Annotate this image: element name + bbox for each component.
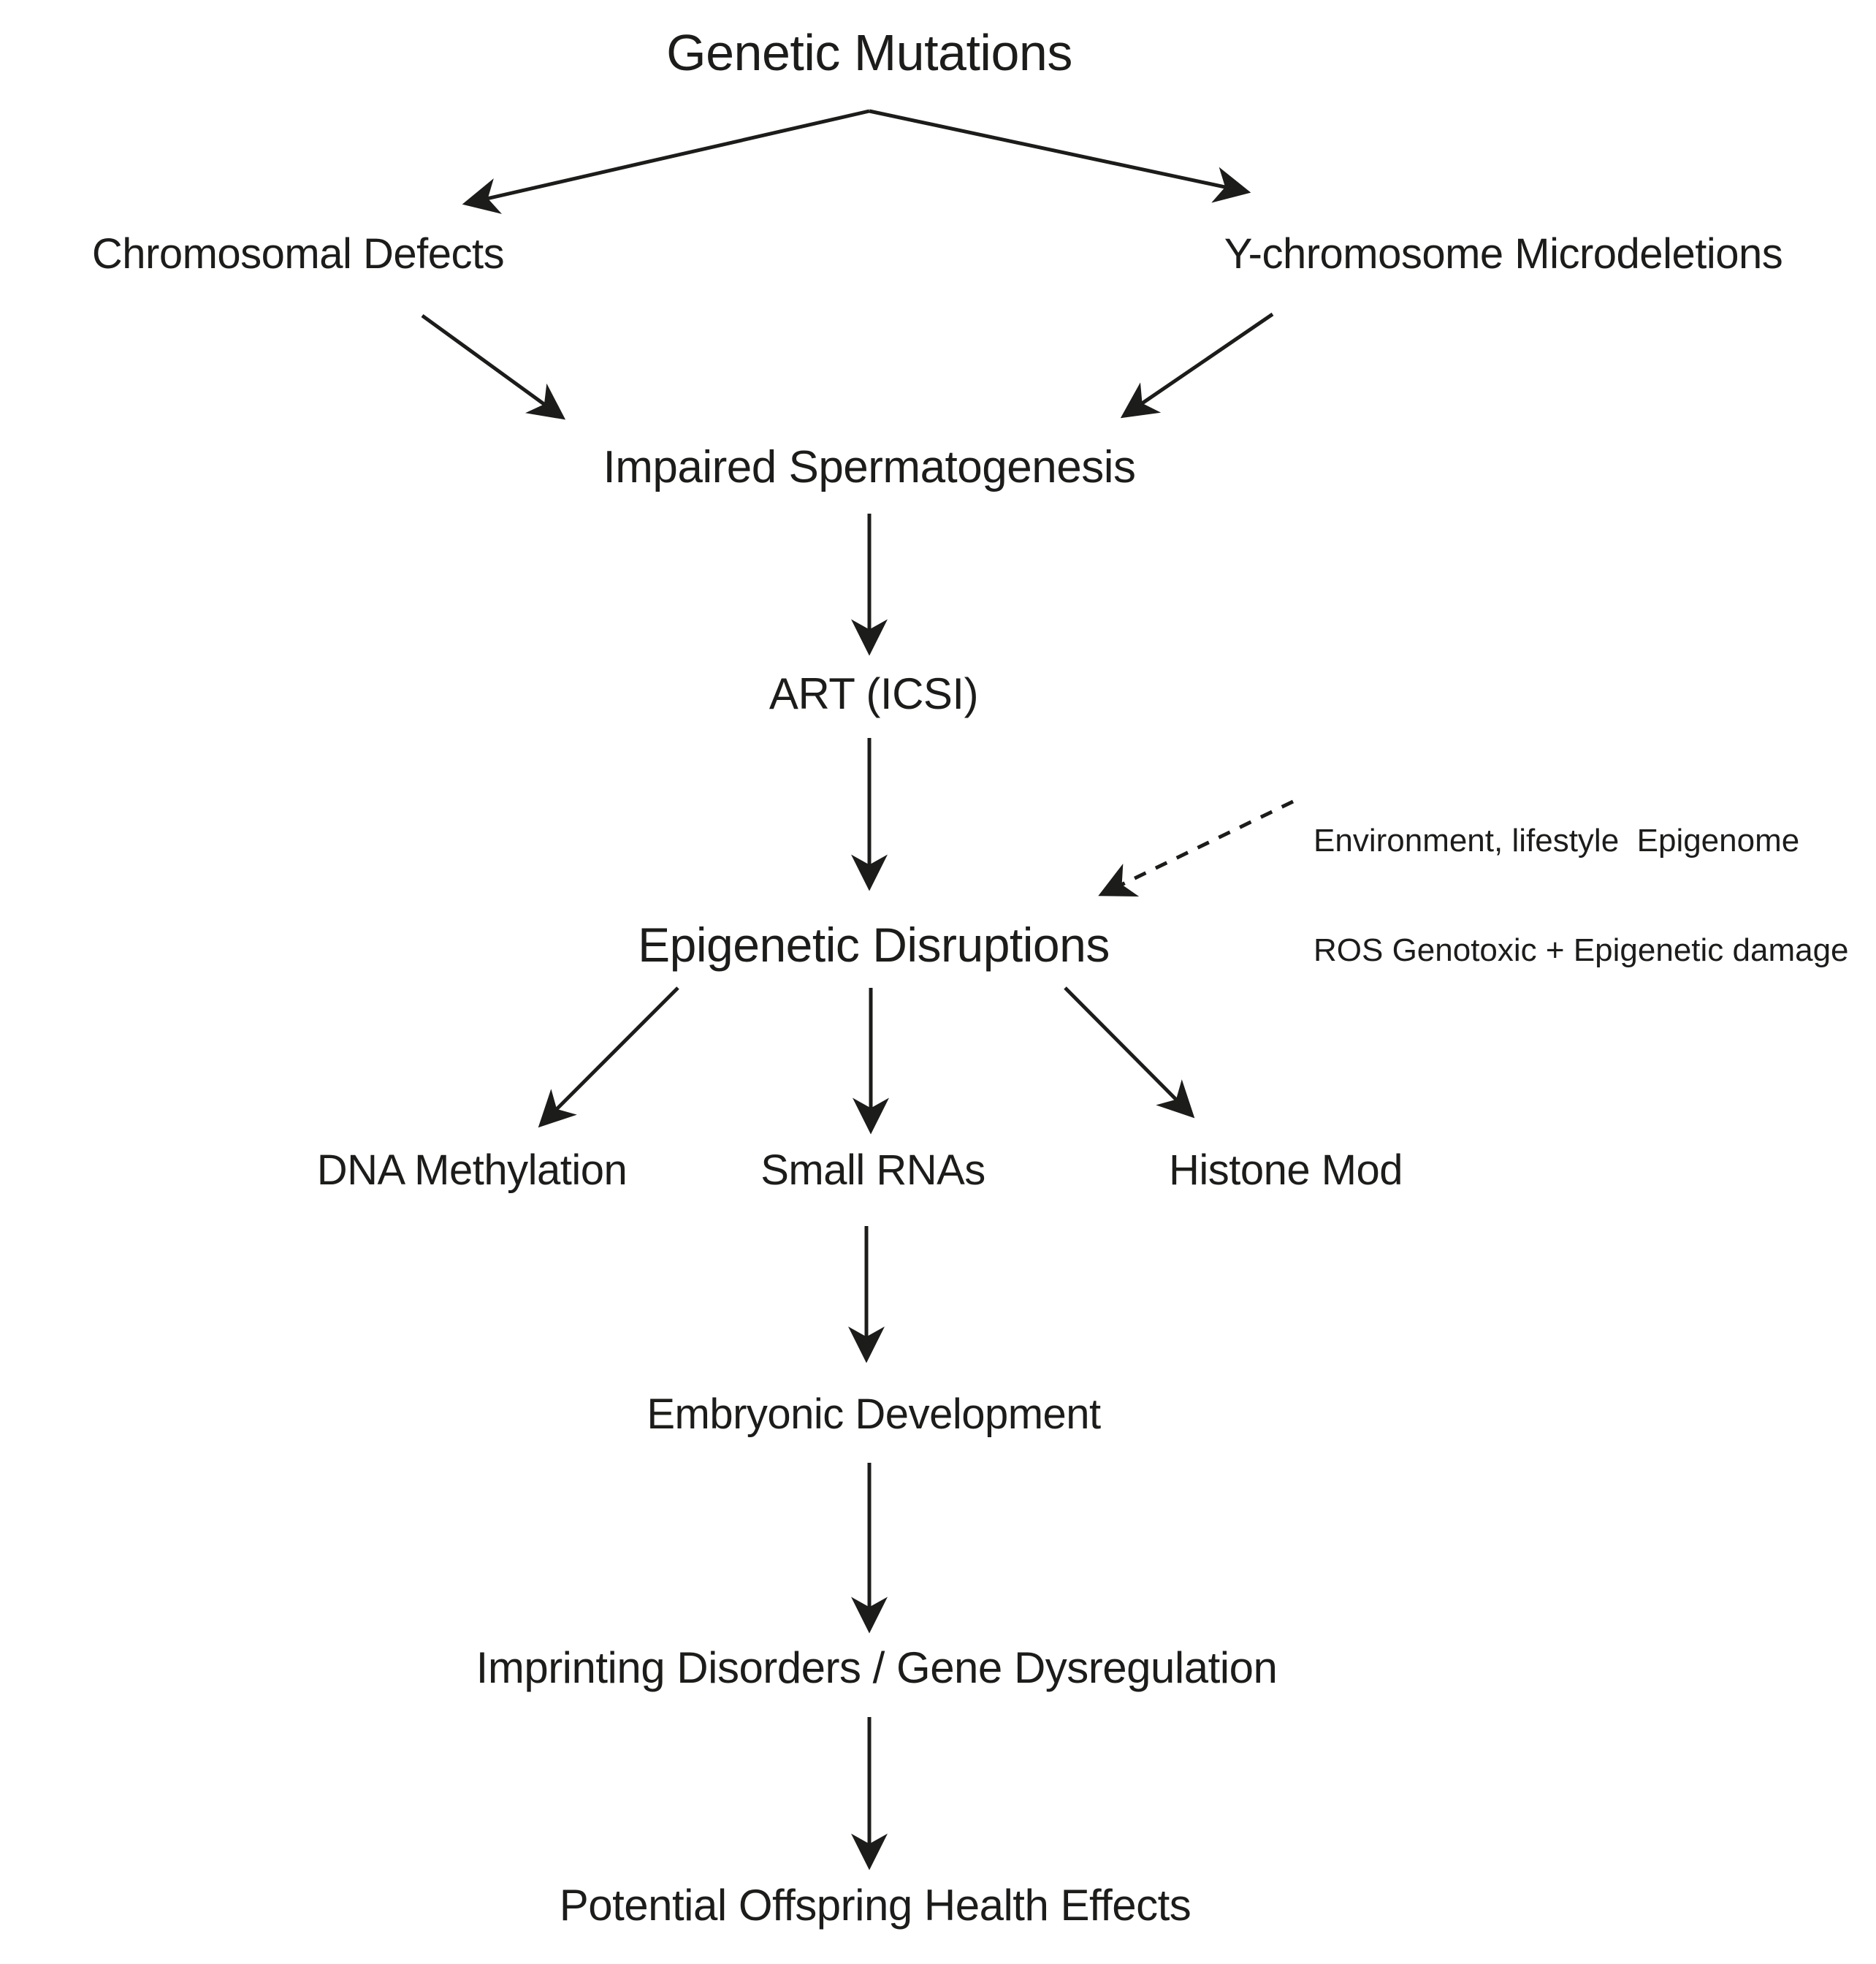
node-small-rnas: Small RNAs <box>760 1146 985 1194</box>
arrow-chromosomal-to-impaired <box>421 313 566 420</box>
node-impaired-spermatogenesis: Impaired Spermatogenesis <box>603 442 1136 492</box>
arrow-ychromosome-to-impaired <box>1120 312 1274 419</box>
annotation-line-2: ROS Genotoxic + Epigenetic damage <box>1313 932 1849 968</box>
arrow-epigenetic-to-dna-methylation <box>538 986 679 1128</box>
node-imprinting-disorders: Imprinting Disorders / Gene Dysregulatio… <box>476 1643 1278 1692</box>
node-art-icsi: ART (ICSI) <box>769 669 979 718</box>
annotation-line-1: Environment, lifestyle Epigenome <box>1313 823 1800 859</box>
arrow-genetic-to-chromosomal <box>462 109 870 214</box>
node-chromosomal-defects: Chromosomal Defects <box>91 230 505 278</box>
node-genetic-mutations: Genetic Mutations <box>666 24 1072 81</box>
arrow-epigenetic-to-histone-mod <box>1064 986 1195 1119</box>
annotation-environment-note: Environment, lifestyle Epigenome ROS Gen… <box>1313 754 1849 1038</box>
arrow-environment-to-epigenetic-dashed <box>1098 799 1294 897</box>
node-dna-methylation: DNA Methylation <box>316 1146 628 1194</box>
node-y-chromosome-microdeletions: Y-chromosome Microdeletions <box>1224 230 1783 278</box>
node-embryonic-development: Embryonic Development <box>647 1390 1101 1438</box>
node-potential-offspring-health-effects: Potential Offspring Health Effects <box>559 1881 1191 1930</box>
arrow-genetic-to-ychromosome <box>869 109 1251 203</box>
node-epigenetic-disruptions: Epigenetic Disruptions <box>638 918 1110 972</box>
node-histone-mod: Histone Mod <box>1168 1146 1403 1194</box>
